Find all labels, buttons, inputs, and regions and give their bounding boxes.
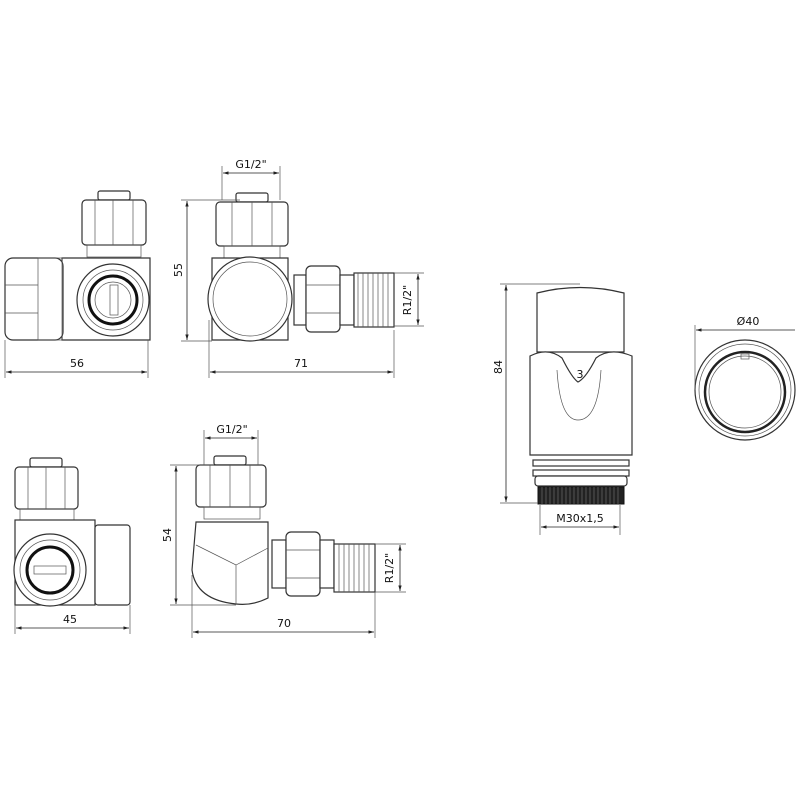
valve-front-view-top	[4, 190, 151, 341]
dimension-label: 56	[70, 357, 84, 370]
dimension-label: R1/2"	[383, 553, 396, 583]
valve-side-view-bottom	[191, 455, 376, 605]
dimension-label: R1/2"	[401, 285, 414, 315]
dimension-height-top-side: 55	[172, 199, 240, 342]
thermostat-head-side-view: 3	[529, 286, 633, 505]
dimension-thread-top-side: G1/2"	[221, 158, 281, 200]
dimension-width-bottom-side: 70	[191, 575, 376, 638]
dimension-label: 70	[277, 617, 291, 630]
valve-side-view-top	[207, 192, 395, 342]
dimension-thread-top-bottom-side: G1/2"	[203, 423, 259, 465]
dimension-width-bottom-front: 45	[14, 605, 131, 634]
dimension-label: G1/2"	[216, 423, 247, 436]
dimension-label: 54	[161, 528, 174, 542]
dimension-width-top-front: 56	[4, 340, 149, 378]
dimension-label: 55	[172, 263, 185, 277]
dimension-thread-side-bottom: R1/2"	[375, 543, 406, 593]
scale-mark: 3	[577, 368, 584, 381]
dimension-label: 84	[492, 360, 505, 374]
dimension-thread-side-top: R1/2"	[394, 272, 424, 327]
dimension-height-bottom-side: 54	[161, 464, 236, 606]
dimension-label: 45	[63, 613, 77, 626]
dimension-label: Ø40	[737, 315, 760, 328]
dimension-diameter-thermostat: Ø40	[694, 315, 795, 390]
dimension-height-thermostat: 84	[492, 283, 580, 504]
dimension-width-top-side: 71	[208, 320, 395, 378]
dimension-label: 71	[294, 357, 308, 370]
thermostat-head-top-view	[694, 339, 796, 441]
dimension-label: G1/2"	[235, 158, 266, 171]
dimension-label: M30x1,5	[556, 512, 604, 525]
valve-front-view-bottom	[13, 457, 131, 607]
dimension-thread-thermostat: M30x1,5	[539, 505, 621, 535]
